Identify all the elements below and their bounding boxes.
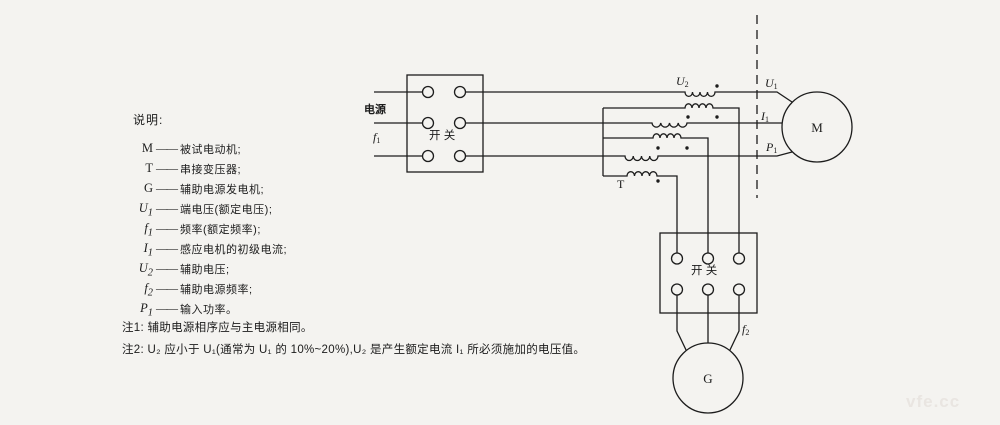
transformer-label: T bbox=[617, 177, 625, 191]
power-switch-box bbox=[406, 74, 484, 173]
legend-item-m: M —— 被试电动机; bbox=[116, 141, 241, 159]
legend-dash: —— bbox=[156, 161, 178, 175]
legend-desc: 输入功率。 bbox=[180, 304, 238, 316]
legend-item-f2: f2 —— 辅助电源频率; bbox=[116, 281, 253, 299]
legend-dash: —— bbox=[156, 241, 178, 255]
f2-label: f2 bbox=[742, 322, 750, 337]
note-2: 注2: U₂ 应小于 U₁(通常为 U₁ 的 10%~20%),U₂ 是产生额定… bbox=[122, 344, 586, 356]
u2-label: U2 bbox=[676, 74, 689, 89]
legend-dash: —— bbox=[156, 181, 178, 195]
note-1: 注1: 辅助电源相序应与主电源相同。 bbox=[122, 322, 313, 334]
legend-desc: 辅助电源频率; bbox=[180, 284, 253, 296]
legend-dash: —— bbox=[156, 201, 178, 215]
legend-symbol: U2 bbox=[138, 261, 153, 279]
i1-label: I1 bbox=[761, 109, 769, 124]
source-label: 电源 bbox=[364, 104, 386, 116]
u1-label: U1 bbox=[765, 76, 778, 91]
legend-symbol: P1 bbox=[140, 301, 153, 319]
legend-dash: —— bbox=[156, 221, 178, 235]
legend-symbol: T bbox=[145, 161, 153, 175]
phase-lines bbox=[465, 91, 793, 162]
motor-label: M bbox=[811, 120, 823, 135]
legend-dash: —— bbox=[156, 301, 178, 315]
legend-desc: 频率(额定频率); bbox=[180, 224, 261, 236]
legend-desc: 端电压(额定电压); bbox=[180, 204, 273, 216]
legend-desc: 辅助电源发电机; bbox=[180, 184, 265, 196]
aux-switch-box bbox=[659, 232, 758, 314]
legend-item-u1: U1 —— 端电压(额定电压); bbox=[116, 201, 272, 219]
generator-leads bbox=[676, 295, 740, 353]
legend-item-t: T —— 串接变压器; bbox=[116, 161, 241, 179]
legend-symbol: I1 bbox=[143, 241, 153, 259]
legend-symbol: f1 bbox=[144, 221, 153, 239]
legend-desc: 感应电机的初级电流; bbox=[180, 244, 288, 256]
generator-label: G bbox=[703, 371, 713, 386]
legend-symbol: U1 bbox=[138, 201, 153, 219]
legend-symbol: f2 bbox=[144, 281, 153, 299]
supply-leads bbox=[374, 91, 423, 157]
legend-symbol: G bbox=[143, 181, 153, 195]
polarity-dots bbox=[656, 84, 719, 183]
legend-dash: —— bbox=[156, 281, 178, 295]
legend-symbol: M bbox=[141, 141, 153, 155]
legend-desc: 辅助电压; bbox=[180, 264, 230, 276]
legend-dash: —— bbox=[156, 261, 178, 275]
legend-dash: —— bbox=[156, 141, 178, 155]
legend-desc: 串接变压器; bbox=[180, 164, 242, 176]
legend-item-g: G —— 辅助电源发电机; bbox=[116, 181, 264, 199]
f1-label: f1 bbox=[373, 130, 381, 145]
legend-item-f1: f1 —— 频率(额定频率); bbox=[116, 221, 261, 239]
legend-item-p1: P1 —— 输入功率。 bbox=[116, 301, 238, 319]
legend-item-i1: I1 —— 感应电机的初级电流; bbox=[116, 241, 287, 259]
generator-circle bbox=[672, 342, 744, 414]
p1-label: P1 bbox=[766, 140, 778, 155]
transformer-aux-windings bbox=[602, 103, 740, 253]
legend-desc: 被试电动机; bbox=[180, 144, 242, 156]
switch-lower-label: 开 关 bbox=[691, 265, 718, 277]
legend-item-u2: U2 —— 辅助电压; bbox=[116, 261, 230, 279]
motor-circle bbox=[781, 91, 853, 163]
switch-upper-label: 开 关 bbox=[429, 130, 456, 142]
legend-title: 说明: bbox=[133, 113, 164, 127]
watermark: vfe.cc bbox=[906, 392, 961, 411]
